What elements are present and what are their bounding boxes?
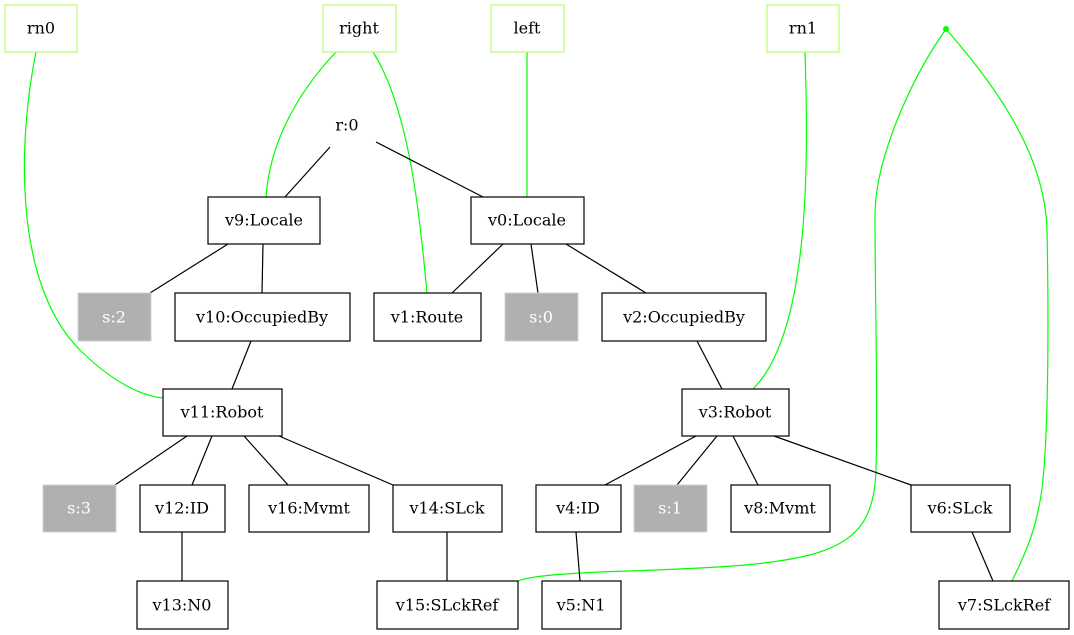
root-node-rn0[interactable]: rn0 (4, 4, 78, 53)
state-node-s3[interactable]: s:3 (42, 484, 117, 533)
node-v15[interactable]: v15:SLckRef (376, 580, 519, 630)
edge-v0-v2 (565, 243, 647, 294)
state-node-s2[interactable]: s:2 (77, 292, 152, 342)
ref-edge-right-v1 (372, 51, 428, 294)
ref-edge-point-v15 (517, 28, 947, 582)
edge-v0-v1 (451, 243, 504, 294)
edge-v2-v3 (696, 340, 723, 390)
edge-v11-v16 (243, 435, 289, 486)
edge-v11-v14 (278, 435, 394, 486)
edge-v0-s0 (530, 243, 539, 294)
node-v1[interactable]: v1:Route (373, 292, 482, 342)
state-label: s:3 (67, 499, 91, 518)
edge-v3-s1 (676, 435, 718, 486)
ref-edge-point-v7 (945, 28, 1049, 582)
root-node-left[interactable]: left (490, 4, 565, 53)
ref-edge-right-v9 (265, 51, 337, 198)
root-label: left (514, 19, 542, 38)
node-v6[interactable]: v6:SLck (910, 484, 1011, 533)
edge-v10-v11 (231, 340, 252, 390)
node-label: v1:Route (390, 308, 464, 327)
root-node-rn1[interactable]: rn1 (766, 4, 840, 53)
node-label: v9:Locale (224, 211, 303, 230)
node-label: v5:N1 (556, 596, 606, 615)
state-node-s1[interactable]: s:1 (633, 484, 708, 533)
node-v11[interactable]: v11:Robot (162, 388, 283, 437)
edge-v9-v10 (261, 243, 264, 294)
node-label: v6:SLck (927, 499, 993, 518)
structure-edges (114, 141, 994, 582)
node-label: v12:ID (154, 499, 209, 518)
node-label: v16:Mvmt (267, 499, 350, 518)
node-label: v0:Locale (487, 211, 566, 230)
state-label: s:0 (529, 308, 553, 327)
state-label: s:1 (658, 499, 682, 518)
edge-v9-s2 (149, 243, 229, 294)
reference-edges (23, 28, 1049, 582)
node-label: v7:SLckRef (957, 596, 1051, 615)
root-node-right[interactable]: right (322, 4, 397, 53)
node-label: v14:SLck (408, 499, 484, 518)
node-v3[interactable]: v3:Robot (681, 388, 790, 437)
root-nodes: rn0 right left rn1 (4, 4, 949, 53)
ref-edge-rn0-v11 (23, 51, 164, 399)
root-label: right (339, 19, 379, 38)
root-label: rn0 (27, 19, 55, 38)
node-v16[interactable]: v16:Mvmt (248, 484, 370, 533)
node-v10[interactable]: v10:OccupiedBy (174, 292, 351, 342)
edge-v3-v4 (604, 435, 697, 486)
edge-v6-v7 (971, 531, 994, 582)
edge-v3-v8 (732, 435, 759, 486)
root-marker-r0: r:0 (335, 116, 358, 135)
node-label: v15:SLckRef (395, 596, 500, 615)
graph-nodes: v9:Locale v0:Locale s:2 v10:OccupiedBy v… (42, 196, 1070, 630)
edge-v4-v5 (575, 531, 581, 582)
edge-v3-v6 (773, 435, 912, 486)
node-v5[interactable]: v5:N1 (541, 580, 622, 630)
state-label: s:2 (102, 308, 126, 327)
node-v8[interactable]: v8:Mvmt (730, 484, 831, 533)
node-label: v8:Mvmt (743, 499, 816, 518)
node-label: v10:OccupiedBy (195, 308, 328, 327)
node-label: v3:Robot (698, 403, 772, 422)
node-label: v13:N0 (152, 596, 212, 615)
ref-edge-rn1-v3 (752, 51, 808, 390)
state-node-s0[interactable]: s:0 (504, 292, 579, 342)
node-v0[interactable]: v0:Locale (470, 196, 585, 245)
edge-r0-v9 (284, 146, 331, 198)
node-label: v2:OccupiedBy (622, 308, 745, 327)
node-v9[interactable]: v9:Locale (207, 196, 321, 245)
edge-r0-v0 (375, 141, 484, 198)
anonymous-root-point[interactable] (943, 26, 949, 32)
node-v13[interactable]: v13:N0 (136, 580, 229, 630)
node-label: v4:ID (555, 499, 600, 518)
node-v7[interactable]: v7:SLckRef (938, 580, 1070, 630)
edge-v11-s3 (114, 435, 188, 486)
root-label: rn1 (789, 19, 817, 38)
node-v12[interactable]: v12:ID (139, 484, 226, 533)
node-v2[interactable]: v2:OccupiedBy (601, 292, 767, 342)
node-v4[interactable]: v4:ID (535, 484, 622, 533)
node-v14[interactable]: v14:SLck (392, 484, 503, 533)
edge-v11-v12 (191, 435, 213, 486)
node-label: v11:Robot (180, 403, 264, 422)
